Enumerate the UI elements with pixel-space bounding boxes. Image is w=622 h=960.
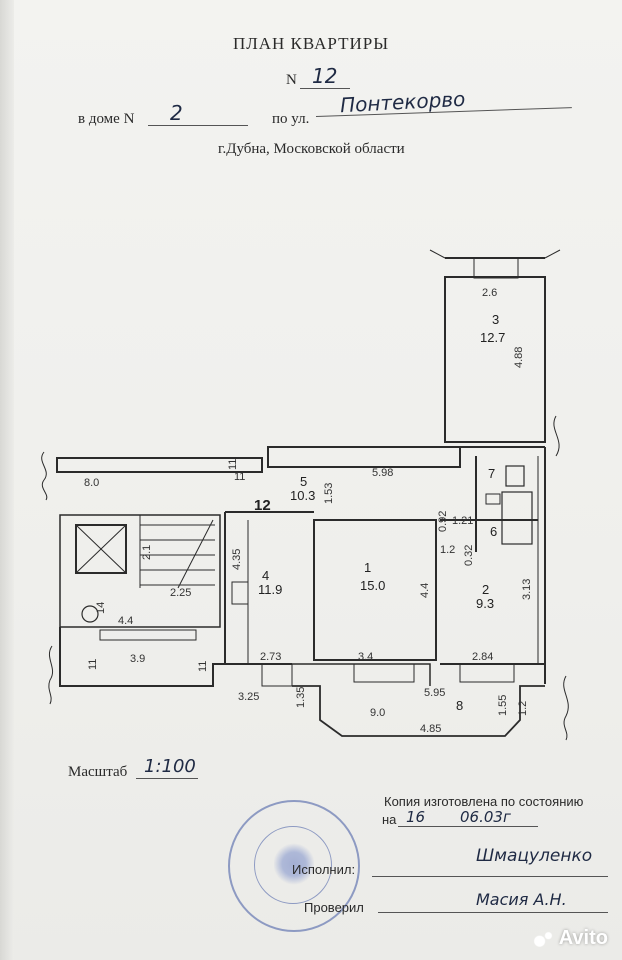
svg-text:1.21: 1.21 [452, 515, 473, 527]
room-2-area: 9.3 [476, 596, 494, 611]
svg-text:11: 11 [234, 471, 245, 483]
svg-text:0.32: 0.32 [463, 545, 475, 566]
svg-text:4.88: 4.88 [513, 347, 525, 368]
svg-text:2.84: 2.84 [472, 651, 493, 663]
svg-text:4.85: 4.85 [420, 723, 441, 735]
outer-wall-left [56, 457, 263, 473]
room-3-area: 12.7 [480, 330, 505, 345]
executed-label: Исполнил: [292, 862, 356, 877]
outer-wall-mid [267, 446, 461, 468]
svg-text:2.1: 2.1 [141, 545, 153, 560]
room-5-area: 10.3 [290, 488, 315, 503]
svg-text:8.0: 8.0 [84, 477, 99, 489]
apartment-number-value: 12 [312, 64, 338, 88]
scale-underline [136, 778, 198, 779]
svg-text:14: 14 [95, 602, 107, 614]
official-stamp [228, 800, 360, 932]
date-day: 16 [406, 808, 426, 826]
window-room-4 [261, 663, 293, 687]
checked-label: Проверил [304, 900, 364, 915]
svg-text:1.53: 1.53 [323, 483, 335, 504]
coat-of-arms-icon [274, 842, 314, 886]
window-room-2 [459, 663, 515, 683]
executed-underline [372, 876, 608, 877]
avito-watermark: Avito [532, 927, 608, 950]
svg-text:4.4: 4.4 [118, 615, 133, 627]
window-room-1 [353, 663, 415, 683]
checked-name: Масия А.Н. [476, 890, 567, 909]
house-number-value: 2 [170, 101, 183, 125]
svg-text:5.98: 5.98 [372, 467, 393, 479]
number-label: N [286, 72, 297, 88]
room-2-number: 2 [482, 582, 489, 597]
svg-text:4.4: 4.4 [419, 583, 431, 598]
room-4-number: 4 [262, 568, 269, 583]
balcony-outline [292, 685, 545, 737]
room-6-number: 6 [490, 524, 497, 539]
svg-text:11: 11 [227, 459, 239, 470]
checked-underline [378, 912, 608, 913]
svg-text:9.0: 9.0 [370, 707, 385, 719]
room-4-area: 11.9 [258, 582, 282, 597]
svg-text:2.6: 2.6 [482, 287, 497, 299]
scale-value: 1:100 [144, 756, 196, 777]
room-3-outline [444, 276, 546, 443]
svg-text:3.13: 3.13 [521, 579, 533, 600]
svg-text:5.95: 5.95 [424, 687, 445, 699]
svg-text:3.25: 3.25 [238, 691, 259, 703]
executed-name: Шмацуленко [476, 846, 593, 866]
window-stairwell [99, 629, 197, 641]
svg-text:3.4: 3.4 [358, 651, 373, 663]
avito-logo-icon [532, 927, 555, 950]
house-label: в доме N [78, 111, 135, 127]
svg-text:1.2: 1.2 [440, 544, 455, 556]
number-underline [300, 88, 350, 89]
room-3-number: 3 [492, 312, 499, 327]
svg-text:1.55: 1.55 [497, 695, 509, 716]
room-8-number: 8 [456, 698, 463, 713]
svg-text:11: 11 [197, 661, 209, 672]
window-room-3 [473, 257, 519, 279]
apartment-number-on-plan: 12 [254, 497, 271, 514]
room-1-outline [313, 519, 437, 661]
room-5-number: 5 [300, 474, 307, 489]
scale-label: Масштаб [68, 764, 128, 780]
date-month-year: 06.03г [460, 808, 511, 826]
city-line: г.Дубна, Московской области [218, 141, 405, 157]
room-1-area: 15.0 [360, 578, 385, 593]
street-label: по ул. [272, 111, 310, 127]
page-title: ПЛАН КВАРТИРЫ [232, 34, 390, 53]
svg-text:4.35: 4.35 [231, 549, 243, 570]
date-underline [398, 826, 538, 827]
svg-text:0.92: 0.92 [437, 511, 449, 532]
stove [231, 581, 249, 605]
svg-text:3.9: 3.9 [130, 653, 145, 665]
room-7-number: 7 [488, 466, 495, 481]
svg-text:1.2: 1.2 [517, 701, 529, 716]
svg-text:2.25: 2.25 [170, 587, 191, 599]
copy-state-text: Копия изготовлена по состоянию [384, 794, 584, 809]
date-prefix: на [382, 812, 397, 827]
paper-edge [0, 0, 14, 960]
bathtub [501, 491, 533, 545]
room-1-number: 1 [364, 560, 371, 575]
house-underline [148, 125, 248, 126]
toilet [505, 465, 525, 487]
svg-text:1.35: 1.35 [295, 687, 307, 708]
svg-text:11: 11 [87, 659, 99, 670]
svg-text:2.73: 2.73 [260, 651, 281, 663]
elevator-shaft [75, 524, 127, 574]
